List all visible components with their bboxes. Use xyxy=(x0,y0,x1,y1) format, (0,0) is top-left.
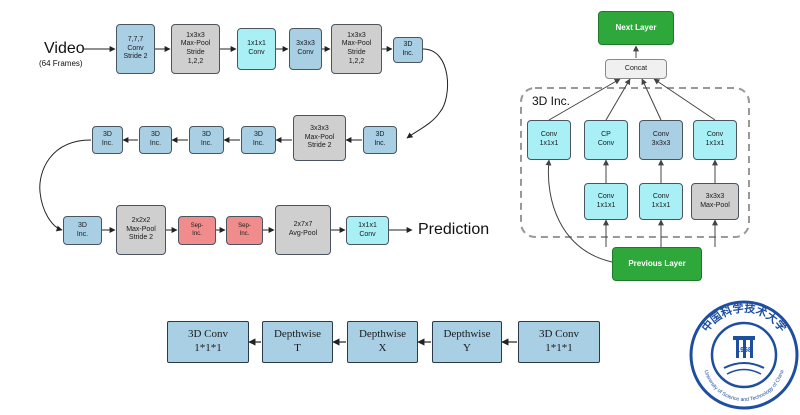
inception-cp-conv: CP Conv xyxy=(584,120,628,160)
inception-block: 3D Inc. xyxy=(63,216,102,245)
conv-1x1x1-in-block: 3D Conv 1*1*1 xyxy=(518,321,600,363)
depthwise-y-block: Depthwise Y xyxy=(432,321,502,363)
depthwise-x-block: Depthwise X xyxy=(347,321,418,363)
frames-label: (64 Frames) xyxy=(39,59,83,68)
prediction-label: Prediction xyxy=(418,221,490,238)
video-label: Video xyxy=(44,40,85,57)
inception-conv-3x3x3: Conv 3x3x3 xyxy=(639,120,683,160)
inception-bottom-conv-1x1x1: Conv 1x1x1 xyxy=(584,183,628,220)
maxpool-1x3x3-block-2: 1x3x3 Max-Pool Stride 1,2,2 xyxy=(331,24,382,74)
inception-maxpool-3x3x3: 3x3x3 Max-Pool xyxy=(691,183,739,220)
inception-conv-1x1x1: Conv 1x1x1 xyxy=(527,120,571,160)
conv-3x3x3-block: 3x3x3 Conv xyxy=(289,28,322,70)
concat-box: Concat xyxy=(605,59,667,79)
conv-1x1x1-block: 1x1x1 Conv xyxy=(237,28,276,70)
inception-block: 3D Inc. xyxy=(241,126,276,154)
sep-inception-block: Sep- Inc. xyxy=(178,216,216,245)
sep-inception-block: Sep- Inc. xyxy=(226,216,263,245)
previous-layer-box: Previous Layer xyxy=(612,247,702,281)
inception-block: 3D Inc. xyxy=(393,37,423,63)
inception-block: 3D Inc. xyxy=(363,126,397,154)
maxpool-1x3x3-block: 1x3x3 Max-Pool Stride 1,2,2 xyxy=(171,24,220,74)
logo-year: 1958 xyxy=(736,347,752,354)
inception-block: 3D Inc. xyxy=(139,126,172,154)
conv-1x1x1-block: 1x1x1 Conv xyxy=(346,216,389,245)
depthwise-t-block: Depthwise T xyxy=(262,321,333,363)
inception-bottom-conv-1x1x1-b: Conv 1x1x1 xyxy=(639,183,683,220)
inception-conv-1x1x1-b: Conv 1x1x1 xyxy=(693,120,737,160)
inception-container xyxy=(520,87,750,238)
inception-block: 3D Inc. xyxy=(92,126,123,154)
next-layer-box: Next Layer xyxy=(598,11,674,45)
inception-block: 3D Inc. xyxy=(189,126,224,154)
university-logo: 中国科学技术大学 University of Science and Techn… xyxy=(689,300,799,410)
maxpool-3x3x3-block: 3x3x3 Max-Pool Stride 2 xyxy=(293,115,346,161)
avgpool-2x7x7-block: 2x7x7 Avg-Pool xyxy=(275,205,331,255)
inception-title: 3D Inc. xyxy=(532,94,571,108)
conv-7x7x7-block: 7,7,7 Conv Stride 2 xyxy=(116,24,155,74)
maxpool-2x2x2-block: 2x2x2 Max-Pool Stride 2 xyxy=(116,205,166,255)
conv-1x1x1-out-block: 3D Conv 1*1*1 xyxy=(167,321,249,363)
